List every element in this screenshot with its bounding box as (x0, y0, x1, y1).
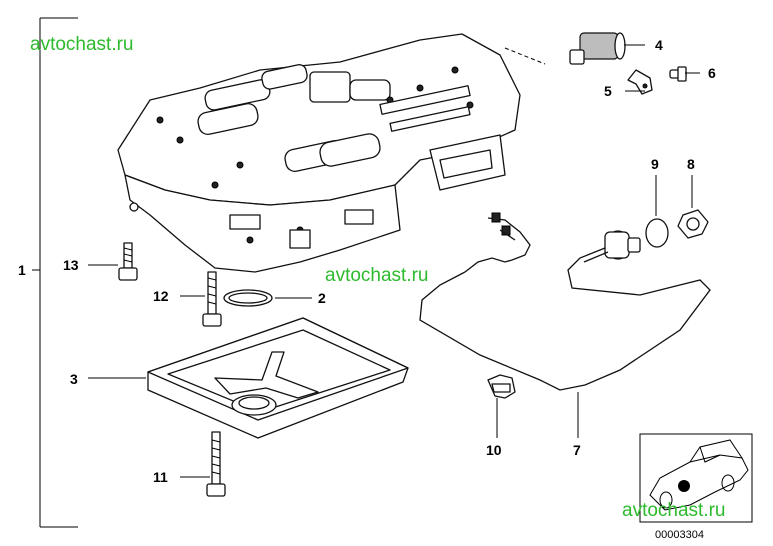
part-3-filter (147, 317, 409, 439)
assembly-bracket (32, 17, 78, 528)
callout-11: 11 (153, 469, 168, 485)
callout-5: 5 (604, 83, 612, 99)
part-9-o-ring (645, 218, 669, 248)
temperature-sensor (419, 230, 711, 391)
valve-cylinders (197, 64, 391, 172)
callout-9: 9 (651, 156, 659, 172)
vehicle-locator-inset (639, 433, 753, 523)
part-10-clip (487, 374, 516, 399)
part-12-bolt (202, 271, 222, 327)
part-8-nut (677, 209, 709, 239)
callout-10: 10 (486, 442, 502, 458)
watermark-center: avtochast.ru (325, 265, 429, 286)
callout-8: 8 (687, 156, 695, 172)
callout-6: 6 (708, 65, 716, 81)
wiring-harness (464, 212, 531, 273)
callout-3: 3 (70, 371, 78, 387)
valve-body (117, 33, 521, 273)
watermark-top-left: avtochast.ru (30, 34, 134, 55)
callout-2: 2 (318, 290, 326, 306)
valve-details (129, 66, 474, 249)
part-11-bolt (206, 431, 226, 497)
leader-lines (88, 44, 700, 478)
part-6-screw (669, 66, 687, 82)
watermark-bottom-right: avtochast.ru (622, 500, 726, 521)
part-2-o-ring (223, 289, 273, 307)
part-4-sensor (504, 32, 626, 65)
callout-4: 4 (655, 37, 663, 53)
callout-7: 7 (573, 442, 581, 458)
part-5-clamp (627, 69, 653, 95)
callout-13: 13 (63, 257, 79, 273)
callout-1: 1 (18, 262, 26, 278)
part-13-bolt (118, 242, 138, 281)
callout-12: 12 (153, 288, 169, 304)
diagram-code: 00003304 (655, 529, 704, 541)
